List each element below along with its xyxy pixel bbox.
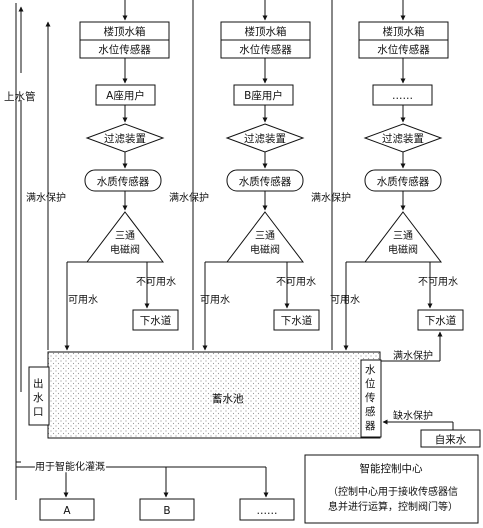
building-column-a: 楼顶水箱 水位传感器 A座用户 过滤装置 水质传感器 三通 电磁阀 不可用水 可… <box>26 0 179 351</box>
quality-sensor-label: 水质传感器 <box>239 175 292 188</box>
valve-label-line2: 电磁阀 <box>388 243 418 256</box>
pool-sensor-char-4: 感 <box>365 405 376 418</box>
filter-label: 过滤装置 <box>382 132 424 145</box>
level-sensor-label: 水位传感器 <box>98 43 151 56</box>
user-box <box>233 84 294 106</box>
valve-triangle <box>225 211 305 263</box>
quality-sensor-box <box>84 169 162 192</box>
usable-label: 可用水 <box>330 294 360 306</box>
output-box-c <box>239 498 295 521</box>
reservoir <box>28 351 382 439</box>
pool-sensor-char-1: 水 <box>365 364 376 376</box>
quality-sensor-label: 水质传感器 <box>377 175 430 188</box>
overflow-label: 满水保护 <box>169 191 209 204</box>
pool-sensor-char-2: 位 <box>365 377 376 390</box>
rooftop-tank-label: 楼顶水箱 <box>104 25 146 38</box>
level-sensor-label: 水位传感器 <box>377 43 430 56</box>
level-sensor-label: 水位传感器 <box>239 43 292 56</box>
sewer-box <box>132 309 179 331</box>
pool-sensor-char-5: 器 <box>365 420 376 432</box>
output-label-b: B <box>163 505 170 517</box>
sewer-label: 下水道 <box>425 314 457 327</box>
outlet-label-3: 口 <box>33 406 44 418</box>
shortage-link <box>382 419 481 448</box>
sewer-box <box>273 309 320 331</box>
outlet-label-2: 水 <box>33 392 44 404</box>
user-label: A座用户 <box>106 89 145 102</box>
valve-label-line2: 电磁阀 <box>110 243 140 256</box>
overflow-link <box>381 331 443 362</box>
valve-triangle <box>363 211 443 263</box>
overflow-label: 满水保护 <box>311 191 351 204</box>
filter-label: 过滤装置 <box>244 132 286 145</box>
building-column-b: 楼顶水箱 水位传感器 B座用户 过滤装置 水质传感器 三通 电磁阀 不可用水 可… <box>169 0 320 351</box>
filter-label: 过滤装置 <box>104 132 146 145</box>
valve-triangle <box>85 211 165 263</box>
control-center-box <box>304 454 479 524</box>
valve-label-line2: 电磁阀 <box>250 243 280 256</box>
sewer-label: 下水道 <box>281 314 313 327</box>
control-center-desc-2: 息并进行运算，控制阀门等） <box>328 500 458 513</box>
building-column-c: 楼顶水箱 水位传感器 …… 过滤装置 水质传感器 三通 电磁阀 不可用水 可用水… <box>311 0 464 351</box>
output-box-a <box>39 498 95 521</box>
control-center-title: 智能控制中心 <box>360 462 423 475</box>
unusable-label: 不可用水 <box>418 276 458 288</box>
user-label: B座用户 <box>244 89 283 102</box>
quality-sensor-label: 水质传感器 <box>97 175 150 188</box>
control-center-desc-1: （控制中心用于接收传感器信 <box>328 485 458 498</box>
reservoir-box <box>47 351 381 439</box>
output-box-b <box>139 498 195 521</box>
valve-label-line1: 三通 <box>115 230 135 242</box>
output-label-c: …… <box>257 505 278 517</box>
overflow-label: 满水保护 <box>26 191 66 204</box>
shortage-label: 缺水保护 <box>393 409 433 422</box>
tap-water-box <box>420 429 481 448</box>
sewer-label: 下水道 <box>140 314 172 327</box>
outlet-box <box>28 366 50 426</box>
rooftop-tank-label: 楼顶水箱 <box>383 25 425 38</box>
pool-sensor-char-3: 传 <box>365 392 376 404</box>
sewer-box <box>417 309 464 331</box>
unusable-label: 不可用水 <box>136 276 176 288</box>
outlet-label-1: 出 <box>33 377 44 390</box>
irrigation-lines <box>16 466 295 521</box>
valve-label-line1: 三通 <box>393 230 413 242</box>
output-label-a: A <box>63 505 71 517</box>
pool-level-sensor-box <box>360 359 382 438</box>
unusable-label: 不可用水 <box>276 276 316 288</box>
riser-label: 上水管 <box>4 90 36 103</box>
user-label: …… <box>392 90 413 102</box>
riser-pipe <box>15 3 24 463</box>
usable-label: 可用水 <box>200 294 230 306</box>
reservoir-label: 蓄水池 <box>212 392 244 405</box>
usable-label: 可用水 <box>68 294 98 306</box>
rooftop-tank-label: 楼顶水箱 <box>245 25 287 38</box>
valve-label-line1: 三通 <box>255 230 275 242</box>
tap-water-label: 自来水 <box>435 433 467 446</box>
pool-overflow-label: 满水保护 <box>393 349 433 362</box>
irrigation-label: 用于智能化灌溉 <box>35 460 105 473</box>
